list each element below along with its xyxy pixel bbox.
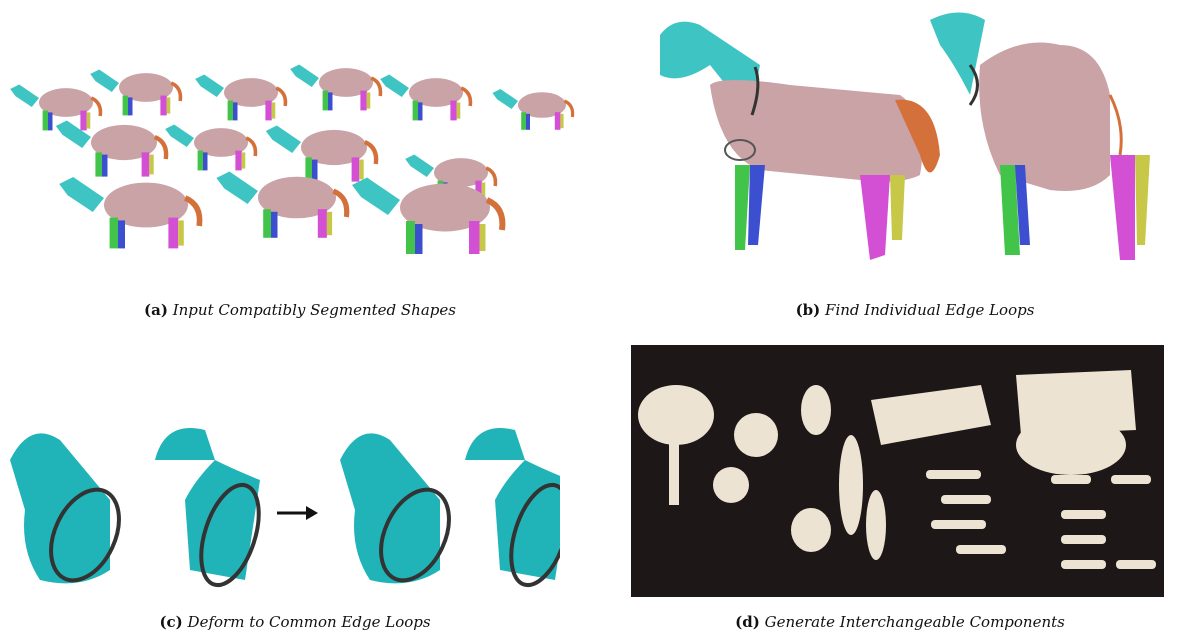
panel-b-text: Find Individual Edge Loops	[825, 301, 1034, 319]
panel-a-text: Input Compatibly Segmented Shapes	[173, 301, 456, 319]
panel-d-photo	[631, 345, 1164, 597]
panel-c-caption: (c) Deform to Common Edge Loops	[115, 613, 475, 631]
panel-d-caption: (d) Generate Interchangeable Components	[690, 613, 1110, 631]
panel-a-caption: (a) Input Compatibly Segmented Shapes	[90, 301, 510, 319]
panel-a-tag: (a)	[144, 301, 168, 319]
panel-c-image	[0, 420, 560, 595]
panel-b-caption: (b) Find Individual Edge Loops	[740, 301, 1090, 319]
panel-b-tag: (b)	[796, 301, 821, 319]
panel-d-tag: (d)	[735, 613, 760, 631]
panel-c-text: Deform to Common Edge Loops	[188, 613, 431, 631]
panel-b-image	[640, 5, 1180, 280]
panel-d-text: Generate Interchangeable Components	[765, 613, 1065, 631]
panel-a-image	[0, 40, 600, 280]
panel-c-tag: (c)	[159, 613, 182, 631]
